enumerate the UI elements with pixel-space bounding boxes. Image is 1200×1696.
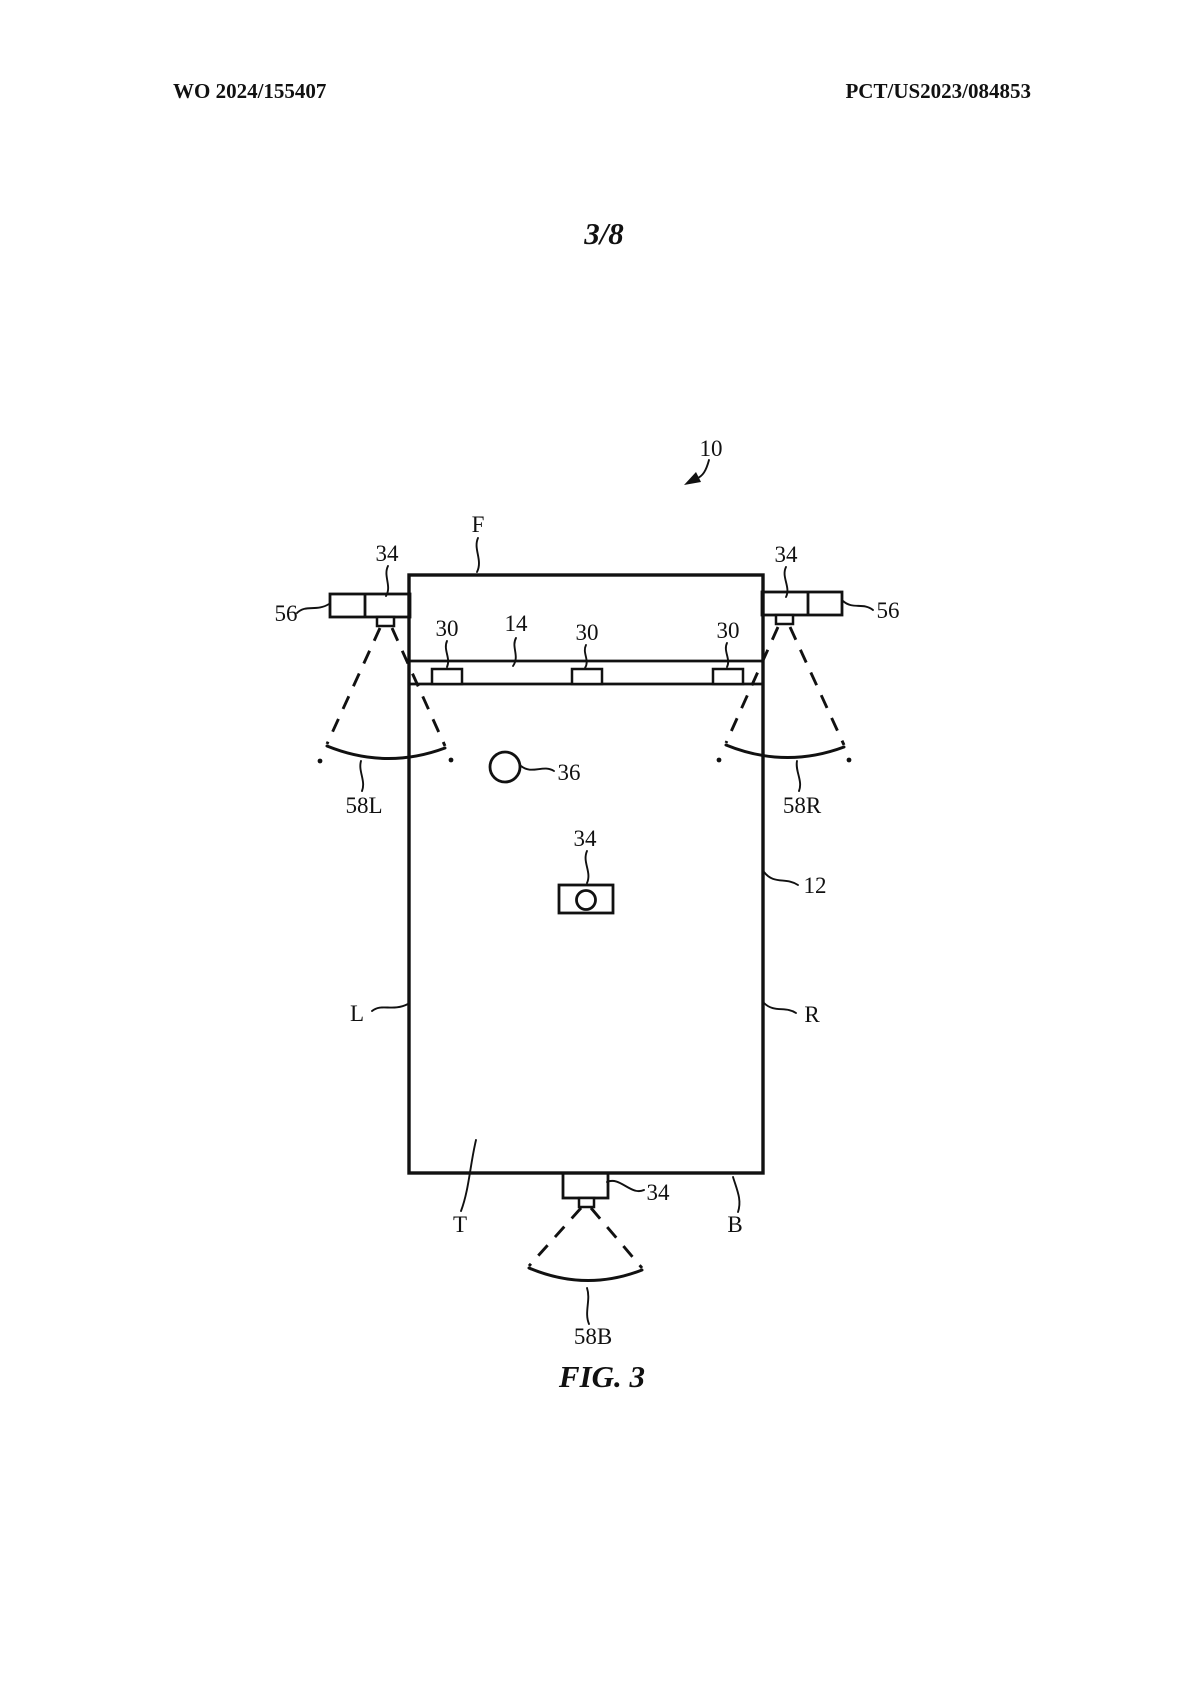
label-b: B — [727, 1212, 742, 1237]
leader-34-top-left — [385, 565, 390, 597]
label-34-top-left: 34 — [376, 541, 400, 566]
leader-34-top-right — [783, 566, 789, 598]
leader-34-center — [584, 850, 590, 884]
figure-caption: FIG. 3 — [558, 1359, 645, 1394]
leader-14 — [512, 637, 517, 667]
sensor-box-left — [430, 667, 464, 686]
fov-left-dot-b — [448, 757, 454, 763]
fov-left-ray-a — [325, 627, 382, 745]
fov-left-arc — [325, 744, 447, 760]
fov-left-dot-a — [317, 758, 323, 764]
module-bottom — [561, 1171, 610, 1209]
header-publication-number: WO 2024/155407 — [173, 79, 326, 103]
camera-center-body — [557, 883, 615, 915]
leader-34-bottom — [606, 1179, 645, 1193]
mic-circle — [488, 750, 522, 784]
leader-30-left — [444, 640, 450, 668]
label-58r: 58R — [783, 793, 822, 818]
sensor-box-center — [570, 667, 604, 686]
label-f: F — [472, 512, 485, 537]
leader-30-center — [583, 644, 588, 669]
label-30-left: 30 — [436, 616, 459, 641]
label-36: 36 — [558, 760, 581, 785]
fov-right-ray-b — [788, 626, 846, 746]
fov-right-ray-a — [724, 626, 780, 744]
ref-arrow-10 — [684, 459, 710, 485]
leader-T — [460, 1139, 477, 1212]
leader-56-right — [842, 600, 874, 611]
fov-bottom-ray-b — [589, 1207, 644, 1269]
fov-bottom-arc — [527, 1266, 644, 1282]
label-12: 12 — [804, 873, 827, 898]
module-top-left-emitter — [375, 615, 396, 628]
label-56-left: 56 — [275, 601, 298, 626]
module-top-left-body — [328, 592, 412, 619]
leader-58B — [586, 1287, 590, 1325]
label-58l: 58L — [345, 793, 382, 818]
label-56-right: 56 — [877, 598, 900, 623]
leader-12 — [763, 871, 799, 886]
leader-F — [475, 537, 480, 573]
label-34-center: 34 — [574, 826, 598, 851]
leader-L — [371, 1003, 409, 1012]
label-30-right: 30 — [717, 618, 740, 643]
module-bottom-emitter — [577, 1196, 596, 1209]
header-application-number: PCT/US2023/084853 — [845, 79, 1031, 103]
ref-arrow-10-head — [684, 472, 701, 485]
label-t: T — [453, 1212, 467, 1237]
label-58b: 58B — [574, 1324, 612, 1349]
label-30-center: 30 — [576, 620, 599, 645]
leader-30-right — [724, 642, 730, 668]
leader-R — [763, 1002, 797, 1014]
fov-bottom-ray-a — [527, 1207, 583, 1267]
label-l: L — [350, 1001, 364, 1026]
module-top-left — [328, 592, 412, 628]
label-14: 14 — [505, 611, 529, 636]
fov-right-dot-b — [846, 757, 852, 763]
leader-B — [732, 1176, 741, 1213]
module-top-right — [760, 590, 844, 626]
module-bottom-body — [561, 1171, 610, 1200]
fov-right-dot-a — [716, 757, 722, 763]
leader-36 — [520, 765, 555, 772]
fov-fan-bottom — [527, 1207, 644, 1282]
label-r: R — [804, 1002, 820, 1027]
label-34-bottom: 34 — [647, 1180, 671, 1205]
leader-58R — [795, 760, 802, 792]
camera-center-lens — [575, 889, 597, 911]
sheet-index: 3/8 — [583, 216, 624, 251]
module-top-right-body — [760, 590, 844, 617]
fov-fan-right — [716, 626, 852, 763]
leader-58L — [359, 760, 365, 792]
label-34-top-right: 34 — [775, 542, 799, 567]
label-10: 10 — [700, 436, 723, 461]
leader-56-left — [296, 603, 330, 614]
module-top-right-emitter — [774, 613, 795, 626]
fov-fan-left — [317, 627, 454, 764]
camera-center — [557, 883, 615, 915]
fov-right-arc — [724, 743, 846, 759]
fov-left-ray-b — [390, 627, 447, 747]
sensor-box-right — [711, 667, 745, 686]
